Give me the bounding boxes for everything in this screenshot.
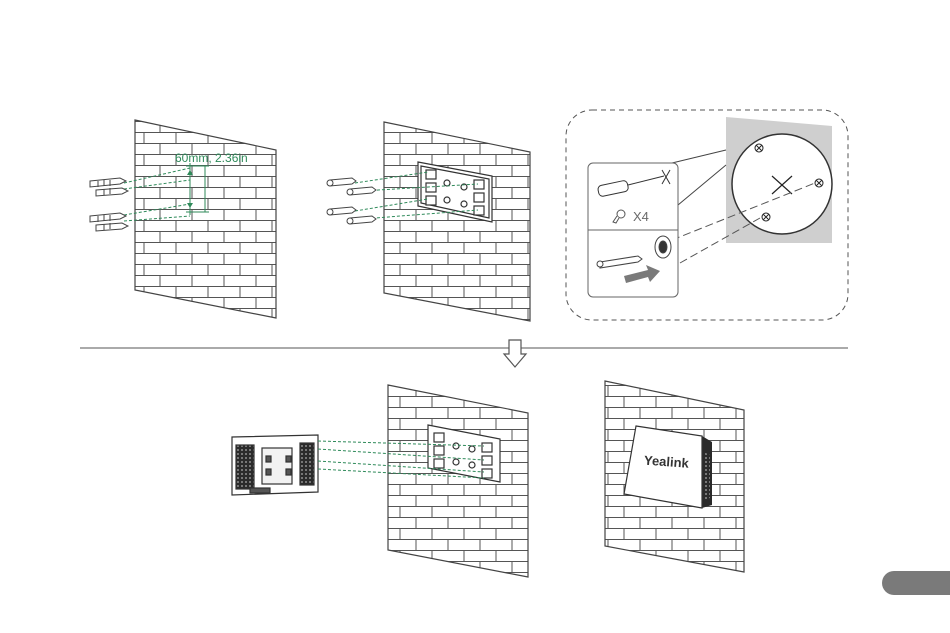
step-attach-device [232,385,528,577]
brick-wall-3 [388,385,528,577]
brand-logo: Yealink [644,453,691,471]
step-drill-wall: 60mm, 2.36in [90,120,276,318]
step-mounted: Yealink [605,381,744,572]
step-fix-bracket [327,122,530,321]
dimension-label: 60mm, 2.36in [175,151,248,165]
detail-callout: X4 [566,110,848,320]
device-back-view [232,435,318,495]
page-tab [882,571,950,595]
quantity-label: X4 [633,209,649,224]
down-arrow-icon [504,340,526,367]
brick-wall-2 [384,122,530,321]
